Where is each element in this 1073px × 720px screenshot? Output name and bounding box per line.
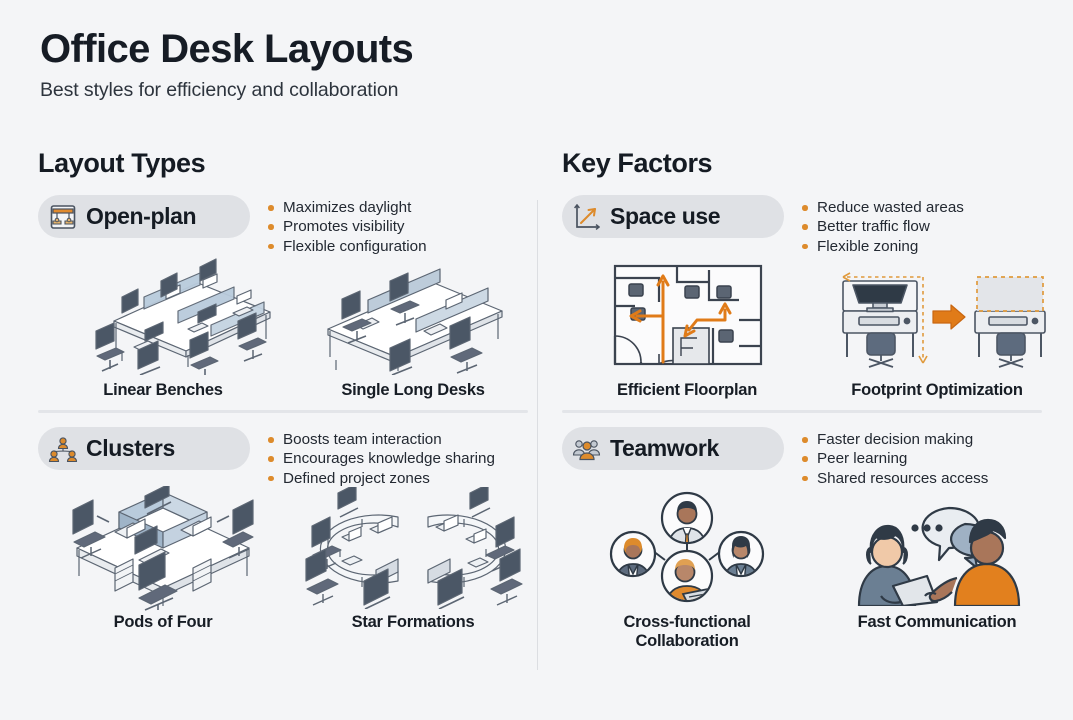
figure-single-long-desks: Single Long Desks: [288, 257, 538, 400]
list-item: Peer learning: [802, 449, 988, 468]
figure-star-formations: Star Formations: [288, 487, 538, 632]
figure-caption: Footprint Optimization: [851, 381, 1023, 399]
section-pill-label: Teamwork: [610, 435, 719, 461]
list-item: Boosts team interaction: [268, 430, 495, 449]
section-divider: [38, 410, 528, 413]
open-plan-desk-icon: [48, 202, 78, 232]
figure-caption: Linear Benches: [103, 381, 223, 399]
section-pill-clusters[interactable]: Clusters: [38, 427, 250, 470]
figure-pods-of-four: Pods of Four: [38, 485, 288, 632]
figure-caption: Star Formations: [351, 613, 475, 631]
list-item: Flexible zoning: [802, 237, 964, 256]
benefits-list: Reduce wasted areas Better traffic flow …: [802, 195, 964, 256]
column-title: Key Factors: [562, 148, 713, 178]
section-pill-open-plan[interactable]: Open-plan: [38, 195, 250, 238]
figure-efficient-floorplan: Efficient Floorplan: [562, 257, 812, 400]
list-item: Promotes visibility: [268, 217, 427, 236]
figure-fast-communication: Fast Communication: [812, 489, 1062, 651]
column-divider: [537, 200, 538, 670]
figure-cross-functional-collaboration: Cross-functional Collaboration: [562, 489, 812, 651]
figure-caption: Fast Communication: [857, 613, 1017, 631]
column-key-factors: Key Factors Space use: [562, 148, 1062, 651]
section-pill-space-use[interactable]: Space use: [562, 195, 784, 238]
section-header: Space use Reduce wasted areas Better tra…: [562, 195, 1062, 256]
figure-linear-benches: Linear Benches: [38, 257, 288, 400]
growth-chart-icon: [572, 202, 602, 232]
four-avatars-network-illustration: [562, 489, 812, 607]
section-open-plan: Open-plan Maximizes daylight Promotes vi…: [38, 195, 538, 400]
isometric-four-person-pod-illustration: [38, 485, 288, 611]
column-layout-types: Layout Types: [38, 148, 538, 632]
figure-group: Cross-functional Collaboration: [562, 489, 1062, 651]
benefits-list: Boosts team interaction Encourages knowl…: [268, 427, 495, 488]
section-header: Clusters Boosts team interaction Encoura…: [38, 427, 538, 488]
two-people-speech-bubbles-illustration: [812, 489, 1062, 607]
list-item: Flexible configuration: [268, 237, 427, 256]
section-pill-label: Open-plan: [86, 203, 197, 229]
section-header: Teamwork Faster decision making Peer lea…: [562, 427, 1062, 488]
figure-caption: Pods of Four: [113, 613, 213, 631]
figure-caption: Cross-functional Collaboration: [623, 613, 751, 650]
team-group-icon: [572, 434, 602, 464]
list-item: Maximizes daylight: [268, 198, 427, 217]
section-pill-label: Clusters: [86, 435, 175, 461]
section-header: Open-plan Maximizes daylight Promotes vi…: [38, 195, 538, 256]
figure-group: Efficient Floorplan: [562, 257, 1062, 400]
list-item: Shared resources access: [802, 469, 988, 488]
figure-caption: Single Long Desks: [341, 381, 485, 399]
benefits-list: Maximizes daylight Promotes visibility F…: [268, 195, 427, 256]
figure-group: Linear Benches: [38, 257, 538, 400]
figure-group: Pods of Four: [38, 485, 538, 632]
desk-footprint-comparison-illustration: [812, 257, 1062, 375]
column-title: Layout Types: [38, 148, 206, 178]
list-item: Better traffic flow: [802, 217, 964, 236]
page-subtitle: Best styles for efficiency and collabora…: [40, 79, 399, 102]
figure-caption: Efficient Floorplan: [616, 381, 758, 399]
page-header: Office Desk Layouts Best styles for effi…: [40, 27, 414, 102]
list-item: Defined project zones: [268, 469, 495, 488]
floorplan-traffic-flow-illustration: [562, 257, 812, 375]
list-item: Faster decision making: [802, 430, 988, 449]
isometric-bench-desks-illustration: [38, 257, 288, 375]
cluster-people-icon: [48, 434, 78, 464]
figure-footprint-optimization: Footprint Optimization: [812, 257, 1062, 400]
section-pill-label: Space use: [610, 203, 721, 229]
section-divider: [562, 410, 1042, 413]
section-pill-teamwork[interactable]: Teamwork: [562, 427, 784, 470]
section-teamwork: Teamwork Faster decision making Peer lea…: [562, 427, 1062, 651]
page-title: Office Desk Layouts: [40, 27, 414, 71]
list-item: Encourages knowledge sharing: [268, 449, 495, 468]
section-space-use: Space use Reduce wasted areas Better tra…: [562, 195, 1062, 400]
list-item: Reduce wasted areas: [802, 198, 964, 217]
isometric-circular-desk-illustration: [288, 487, 538, 609]
isometric-long-desk-illustration: [288, 257, 538, 375]
benefits-list: Faster decision making Peer learning Sha…: [802, 427, 988, 488]
section-clusters: Clusters Boosts team interaction Encoura…: [38, 427, 538, 632]
